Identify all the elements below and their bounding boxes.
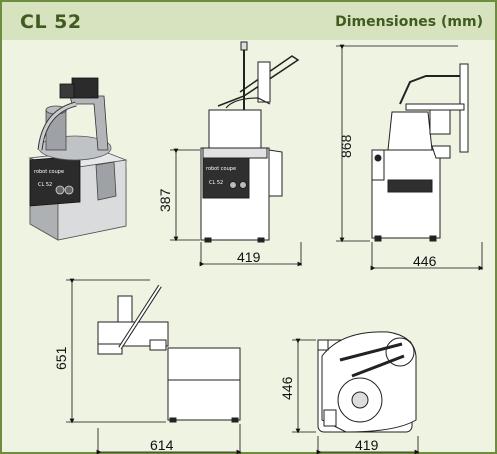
top-height-label: 651 (53, 346, 69, 370)
top-width-label: 614 (150, 437, 174, 453)
plan-depth-label: 446 (279, 376, 295, 400)
plan-view (317, 331, 417, 433)
front-dimension-lines (170, 148, 303, 267)
product-3d-view: robot coupe CL 52 (28, 77, 128, 241)
photo-model-label: CL 52 (38, 182, 52, 188)
front-view (200, 41, 300, 243)
front-model-label: CL 52 (209, 180, 223, 186)
side-view (371, 63, 469, 242)
top-dimension-lines (66, 278, 242, 454)
side-dimension-lines (336, 44, 484, 271)
photo-brand-label: robot coupe (34, 169, 64, 175)
front-width-label: 419 (237, 249, 261, 265)
header-bar: CL 52 Dimensiones (mm) (2, 2, 495, 40)
dimensions-caption: Dimensiones (mm) (335, 14, 483, 30)
plan-width-label: 419 (355, 437, 379, 453)
model-title: CL 52 (20, 11, 82, 33)
plan-dimension-lines (292, 338, 420, 454)
side-height-label: 868 (338, 134, 354, 158)
front-height-label: 387 (157, 188, 173, 212)
lever-raised-view (97, 284, 241, 423)
front-brand-label: robot coupe (206, 166, 236, 172)
side-width-label: 446 (413, 253, 437, 269)
